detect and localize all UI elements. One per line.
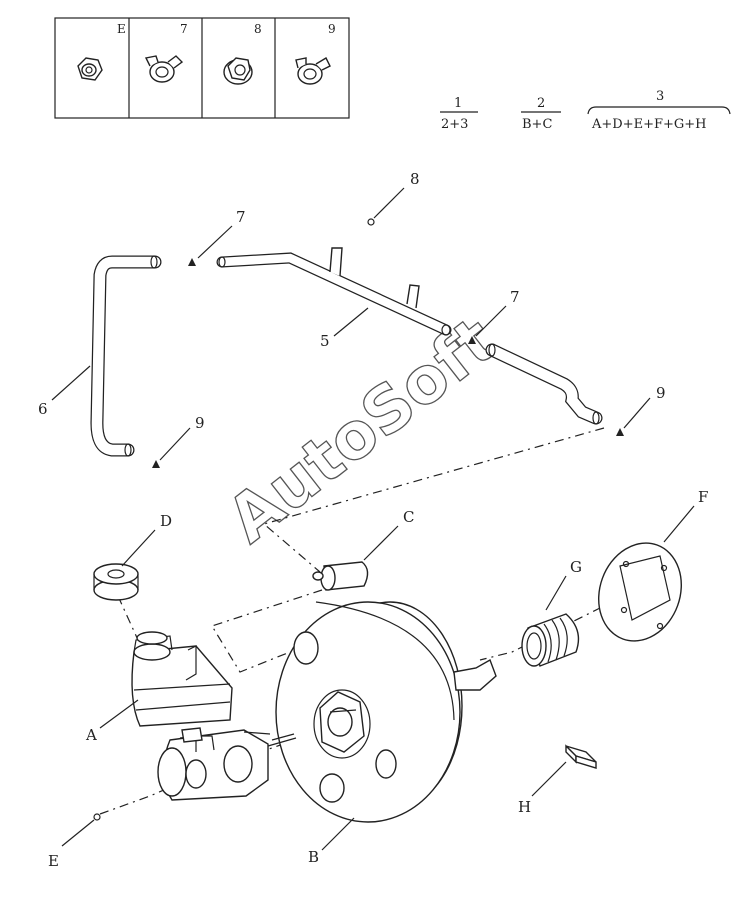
boot-g [521, 613, 580, 667]
callout-d: D [160, 512, 172, 530]
check-valve-c [312, 561, 369, 591]
group-1-number: 1 [454, 96, 462, 111]
callout-6: 6 [38, 400, 48, 418]
vacuum-hose-right [485, 343, 603, 425]
callout-c: C [403, 508, 414, 526]
clamp-markers [93, 218, 624, 821]
kit-table: E 7 8 9 [54, 17, 350, 119]
kit-header-8: 8 [254, 22, 262, 36]
brake-booster-b [271, 601, 497, 823]
callout-g: G [570, 558, 582, 576]
callout-b: B [308, 848, 319, 866]
master-cylinder-a [131, 631, 297, 801]
flanged-nut-icon [223, 57, 253, 85]
group-3-number: 3 [656, 89, 664, 104]
callout-9-right: 9 [656, 384, 666, 402]
gasket-f [598, 542, 682, 642]
callout-7-right: 7 [510, 288, 520, 306]
group-2-formula: B+C [522, 117, 552, 132]
callout-labels: 8 7 7 5 6 9 9 D C F G A H E B [38, 170, 708, 870]
autosoft-watermark: AutoSoft [214, 303, 510, 557]
callout-f: F [698, 488, 708, 506]
kit-header-e: E [117, 22, 126, 36]
callout-9-left: 9 [195, 414, 205, 432]
callout-leaders [51, 187, 695, 851]
grommet-d [93, 563, 139, 601]
block-h [565, 744, 597, 769]
vacuum-pipe-5 [216, 247, 452, 336]
callout-5: 5 [320, 332, 330, 350]
callout-a: A [85, 726, 97, 744]
hose-clamp-icon [295, 57, 331, 85]
hose-clamp-icon [144, 55, 184, 83]
kit-header-7: 7 [180, 22, 188, 36]
kit-header-9: 9 [328, 22, 336, 36]
callout-8: 8 [410, 170, 420, 188]
group-2-number: 2 [537, 96, 545, 111]
callout-7-left: 7 [236, 208, 246, 226]
group-formulas: 1 2+3 2 B+C 3 A+D+E+F+G+H [440, 89, 731, 132]
hex-nut-icon [77, 57, 103, 81]
group-1-formula: 2+3 [441, 117, 468, 132]
callout-e: E [48, 852, 59, 870]
callout-h: H [518, 798, 531, 816]
vacuum-hose-6 [90, 255, 162, 457]
group-3-formula: A+D+E+F+G+H [591, 117, 707, 132]
